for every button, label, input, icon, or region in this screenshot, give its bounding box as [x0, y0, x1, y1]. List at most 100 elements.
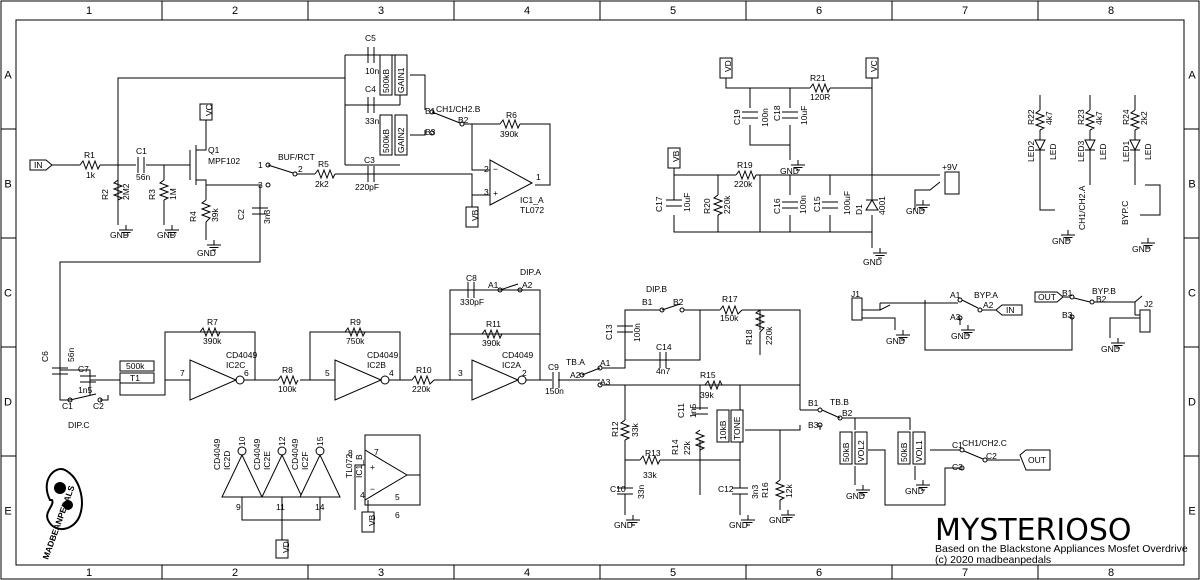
grid-col-label: 6 — [816, 5, 822, 17]
inverter-ic2a — [471, 359, 520, 401]
svg-text:56n: 56n — [136, 172, 150, 182]
svg-text:+: + — [370, 462, 375, 472]
svg-text:GND: GND — [110, 230, 129, 240]
svg-text:R12: R12 — [610, 421, 620, 437]
svg-text:R2: R2 — [100, 189, 110, 200]
svg-text:R21: R21 — [810, 73, 826, 83]
svg-text:GND: GND — [769, 515, 788, 525]
svg-text:220k: 220k — [764, 326, 774, 345]
svg-text:+9V: +9V — [942, 162, 958, 172]
grid-row-label: E — [1188, 506, 1195, 518]
svg-text:J1: J1 — [851, 289, 860, 299]
svg-text:4001: 4001 — [877, 196, 887, 215]
pot-vol1[interactable] — [897, 431, 911, 465]
svg-text:C2: C2 — [236, 209, 246, 220]
svg-text:C3: C3 — [952, 462, 963, 472]
svg-text:B1: B1 — [425, 106, 436, 116]
svg-text:+: + — [493, 188, 498, 198]
svg-text:J2: J2 — [1144, 299, 1153, 309]
svg-text:VC: VC — [204, 104, 214, 116]
svg-text:IC2A: IC2A — [502, 360, 521, 370]
port-bypass-out[interactable] — [1034, 291, 1064, 303]
svg-text:11: 11 — [276, 502, 285, 512]
svg-text:2: 2 — [298, 164, 303, 174]
tone-stack: TB.A A1 A2 A3 DIP.B B1 B2 C13 100n C14 4… — [566, 284, 801, 530]
grid-row-label: C — [1188, 288, 1196, 300]
grid-col-label: 8 — [1108, 5, 1114, 17]
gate-ref: IC2E — [262, 451, 272, 470]
gate-pin: 12 — [277, 436, 287, 446]
svg-text:VB: VB — [367, 514, 377, 526]
grid-col-label: 5 — [670, 5, 676, 17]
pot-tone[interactable] — [716, 409, 730, 443]
svg-text:14: 14 — [315, 502, 325, 512]
svg-text:GND: GND — [905, 486, 924, 496]
page-title: MYSTERIOSO — [935, 513, 1132, 548]
grid-col-label: 3 — [378, 567, 384, 579]
svg-text:10kB: 10kB — [718, 420, 728, 440]
switch-label: CH1/CH2.A — [1077, 185, 1087, 230]
trim-t1[interactable] — [119, 360, 155, 372]
svg-text:R20: R20 — [702, 198, 712, 214]
grid-col-label: 8 — [1108, 567, 1114, 579]
svg-text:C16: C16 — [772, 198, 782, 214]
svg-text:D1: D1 — [854, 204, 864, 215]
svg-text:B2: B2 — [842, 408, 853, 418]
svg-text:GND: GND — [863, 257, 882, 267]
svg-text:GND: GND — [951, 331, 970, 341]
svg-text:GND: GND — [846, 491, 865, 501]
copyright: (c) 2020 madbeanpedals — [935, 554, 1051, 566]
svg-text:C2: C2 — [986, 451, 997, 461]
svg-text:100uF: 100uF — [842, 191, 852, 215]
grid-col-label: 2 — [232, 5, 238, 17]
svg-text:VC: VC — [869, 60, 879, 72]
svg-text:B1: B1 — [642, 297, 653, 307]
pot-gain1[interactable] — [379, 54, 393, 96]
svg-text:C12: C12 — [718, 484, 734, 494]
svg-text:C8: C8 — [466, 273, 477, 283]
gate-pin: 10 — [237, 436, 247, 446]
svg-text:R16: R16 — [760, 482, 770, 498]
svg-text:3n3: 3n3 — [262, 210, 272, 224]
svg-text:9: 9 — [236, 502, 241, 512]
svg-text:2k2: 2k2 — [315, 179, 329, 189]
svg-text:TL072: TL072 — [344, 454, 354, 478]
svg-text:R5: R5 — [318, 159, 329, 169]
svg-text:6: 6 — [395, 510, 400, 520]
grid-col-label: 7 — [962, 567, 968, 579]
svg-text:390k: 390k — [500, 129, 519, 139]
svg-text:33n: 33n — [636, 485, 646, 499]
svg-text:C19: C19 — [732, 109, 742, 125]
svg-text:IC1_A: IC1_A — [520, 195, 544, 205]
grid-col-label: 2 — [232, 567, 238, 579]
svg-text:R7: R7 — [207, 317, 218, 327]
svg-text:A1: A1 — [600, 358, 611, 368]
svg-text:VB: VB — [470, 209, 480, 221]
pot-gain2[interactable] — [379, 114, 393, 156]
led-ref: LED1 — [1121, 140, 1131, 162]
svg-text:C2: C2 — [93, 401, 104, 411]
resistor-r1 — [79, 159, 101, 171]
svg-text:VB: VB — [671, 150, 681, 162]
grid-row-label: B — [1188, 179, 1195, 191]
svg-text:R11: R11 — [486, 319, 501, 329]
led-resistor-ref: R23 — [1076, 109, 1086, 125]
pot-vol2[interactable] — [839, 431, 853, 465]
port-in[interactable] — [29, 159, 53, 171]
svg-text:C4: C4 — [365, 84, 376, 94]
port-bypass-in[interactable] — [995, 304, 1023, 316]
svg-text:IC1_B: IC1_B — [354, 454, 364, 478]
svg-text:3: 3 — [484, 187, 489, 197]
svg-text:1k: 1k — [86, 170, 96, 180]
svg-text:GND: GND — [906, 206, 925, 216]
grid-row-label: B — [4, 179, 11, 191]
svg-text:R8: R8 — [282, 365, 293, 375]
port-out[interactable] — [1019, 449, 1051, 471]
svg-text:33k: 33k — [630, 423, 640, 437]
svg-text:39k: 39k — [700, 390, 714, 400]
svg-text:B1: B1 — [1062, 288, 1073, 298]
led-resistor-value: 4k7 — [1094, 111, 1104, 125]
svg-text:C5: C5 — [365, 33, 376, 43]
svg-text:C15: C15 — [812, 196, 822, 212]
